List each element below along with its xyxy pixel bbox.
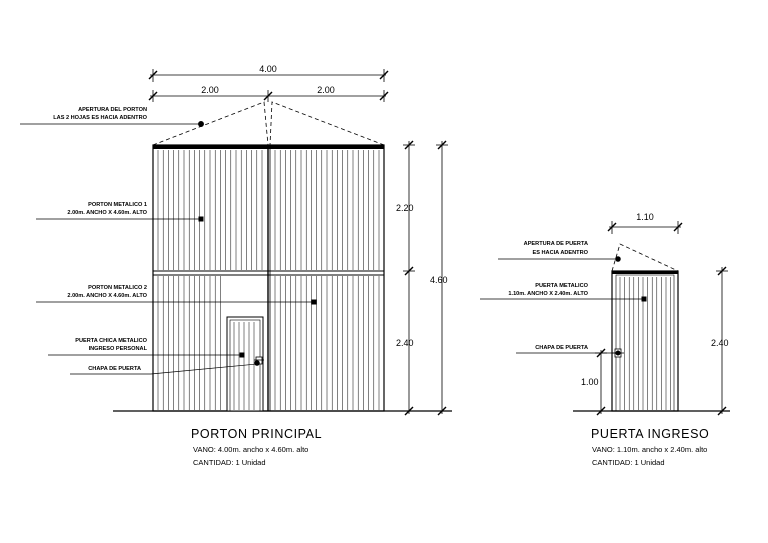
porton-apertura-left bbox=[152, 101, 269, 146]
dim-porton-leaf-left: 2.00 bbox=[201, 85, 219, 95]
puerta-dimensions bbox=[595, 221, 728, 416]
label-porton-metalico2-2: 2.00m. ANCHO X 4.60m. ALTO bbox=[67, 293, 147, 299]
porton-dimensions bbox=[148, 69, 448, 416]
label-porton-metalico1-2: 2.00m. ANCHO X 4.60m. ALTO bbox=[67, 210, 147, 216]
dim-porton-total-height: 4.60 bbox=[430, 275, 448, 285]
label-puerta-chapa: CHAPA DE PUERTA bbox=[535, 345, 588, 351]
dim-puerta-width: 1.10 bbox=[636, 212, 654, 222]
label-puerta-chica-1: PUERTA CHICA METALICO bbox=[75, 338, 147, 344]
label-porton-metalico2-1: PORTON METALICO 2 bbox=[88, 285, 147, 291]
dim-porton-lower-height: 2.40 bbox=[396, 338, 414, 348]
label-puerta-apertura-1: APERTURA DE PUERTA bbox=[524, 241, 588, 247]
title-puerta-ingreso: PUERTA INGRESO bbox=[591, 427, 709, 441]
porton-slats bbox=[157, 150, 380, 410]
dim-porton-total-width: 4.00 bbox=[259, 64, 277, 74]
label-puerta-chica-2: INGRESO PERSONAL bbox=[89, 346, 148, 352]
porton-vano: VANO: 4.00m. ancho x 4.60m. alto bbox=[193, 445, 308, 454]
dim-puerta-height: 2.40 bbox=[711, 338, 729, 348]
label-puerta-metalico-2: 1.10m. ANCHO X 2.40m. ALTO bbox=[508, 291, 588, 297]
label-porton-chapa: CHAPA DE PUERTA bbox=[88, 366, 141, 372]
puerta-vano: VANO: 1.10m. ancho x 2.40m. alto bbox=[592, 445, 707, 454]
porton-cantidad: CANTIDAD: 1 Unidad bbox=[193, 458, 266, 467]
puerta-leaders bbox=[480, 256, 647, 356]
dim-puerta-chapa-height: 1.00 bbox=[581, 377, 599, 387]
label-puerta-apertura-2: ES HACIA ADENTRO bbox=[532, 250, 588, 256]
puerta-top-frame bbox=[612, 271, 678, 274]
puerta-cantidad: CANTIDAD: 1 Unidad bbox=[592, 458, 665, 467]
dim-porton-leaf-right: 2.00 bbox=[317, 85, 335, 95]
puerta-apertura bbox=[611, 243, 679, 272]
label-puerta-metalico-1: PUERTA METALICO bbox=[535, 283, 588, 289]
porton-leaders bbox=[20, 121, 317, 375]
porton-apertura-right bbox=[269, 101, 385, 146]
puerta-outer-frame bbox=[611, 270, 679, 412]
porton-principal bbox=[113, 101, 452, 412]
title-porton-principal: PORTON PRINCIPAL bbox=[191, 427, 322, 441]
label-porton-apertura-2: LAS 2 HOJAS ES HACIA ADENTRO bbox=[53, 115, 147, 121]
dim-porton-upper-height: 2.20 bbox=[396, 203, 414, 213]
label-porton-apertura-1: APERTURA DEL PORTON bbox=[78, 107, 147, 113]
label-porton-metalico1-1: PORTON METALICO 1 bbox=[88, 202, 147, 208]
